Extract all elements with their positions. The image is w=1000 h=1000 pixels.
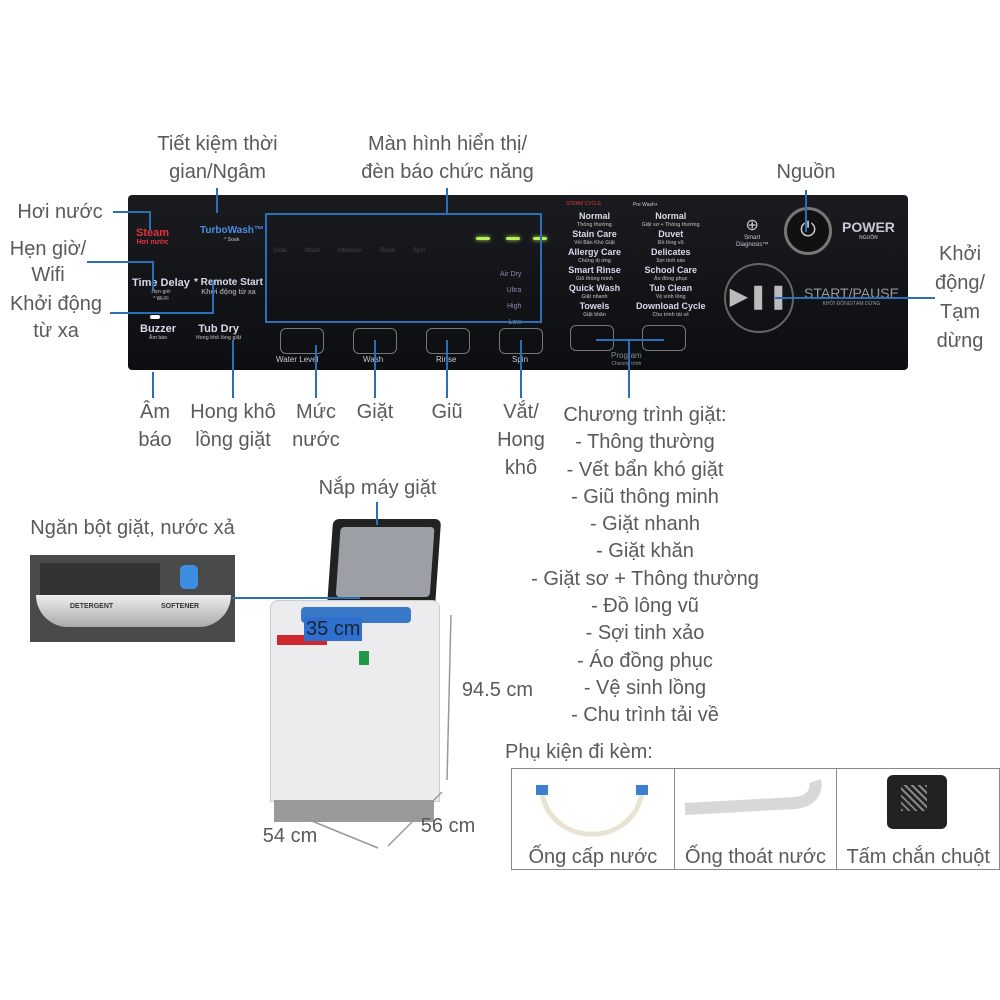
inlet-hose-icon (536, 785, 648, 837)
program-item: - Giặt khăn (596, 540, 694, 563)
lid-glass (335, 527, 435, 597)
program-next-button[interactable] (642, 325, 686, 351)
accessories-table: Ống cấp nước Ống thoát nước Tấm chắn chu… (511, 768, 1000, 870)
program-item: - Vệ sinh lồng (583, 676, 707, 699)
label-spin: Vắt/ Hong khô (497, 401, 545, 479)
program-item: - Chu trình tải về (571, 704, 719, 727)
label-display: Màn hình hiển thị/ đèn báo chức năng (361, 133, 534, 183)
energy-label (359, 651, 369, 665)
program-item: - Sợi tinh xảo (585, 622, 705, 645)
label-power: Nguồn (776, 161, 836, 183)
label-wash: Giặt (356, 401, 394, 423)
rodent-guard-icon (887, 775, 948, 829)
prewash-label: Pre Wash+ (633, 202, 658, 208)
water-level-label: Water Level (276, 355, 319, 364)
accessories-title: Phụ kiện đi kèm: (505, 741, 653, 763)
detergent-tray (40, 563, 160, 595)
label-tub-dry: Hong khô lồng giặt (190, 401, 276, 451)
label-lid: Nắp máy giặt (318, 477, 437, 499)
dim-opening: 35 cm (304, 617, 363, 641)
display-area-highlight (265, 213, 542, 323)
turbo-wash-button[interactable]: TurboWash™* Soak (200, 225, 264, 243)
spin-label: Spin (512, 355, 529, 364)
softener-label: SOFTENER (161, 603, 200, 610)
program-list: Chương trình giặt: - Thông thường - Vết … (510, 402, 780, 730)
program-item: - Giũ thông minh (571, 485, 719, 508)
wash-label: Wash (363, 355, 384, 364)
display-segment (476, 237, 490, 240)
program-item: - Thông thường (575, 431, 715, 454)
power-icon: ⏻ (800, 219, 816, 241)
accessory-label: Ống thoát nước (684, 846, 827, 868)
softener-cap (180, 565, 198, 589)
label-remote-start: Khởi động từ xa (9, 293, 103, 342)
label-dispenser: Ngăn bột giặt, nước xả (30, 517, 235, 539)
steam-cycle-label: STEAM CYCLE (566, 201, 602, 207)
display-segment (506, 237, 520, 240)
program-item: - Giặt sơ + Thông thường (531, 567, 759, 590)
accessory-drain-hose: Ống thoát nước (675, 769, 838, 869)
accessory-water-inlet-hose: Ống cấp nước (512, 769, 675, 869)
label-start-pause: Khởi động/ Tạm dừng (934, 243, 986, 352)
accessory-rodent-guard: Tấm chắn chuột (837, 769, 999, 869)
spin-button[interactable] (499, 328, 543, 354)
play-pause-icon: ▶❚❚ (729, 283, 789, 310)
label-time-delay-wifi: Hẹn giờ/ Wifi (9, 238, 87, 286)
program-item: - Giặt nhanh (589, 513, 701, 536)
program-item: - Áo đồng phục (577, 649, 713, 672)
smart-diagnosis: ⊕Smart Diagnosis™ (736, 217, 769, 248)
program-list-title: Chương trình giặt: (563, 404, 727, 426)
smart-diagnosis-icon: ⊕ (745, 217, 759, 234)
label-rinse: Giũ (431, 401, 463, 423)
label-time-saving: Tiết kiệm thời gian/Ngâm (157, 133, 278, 183)
accessory-label: Tấm chắn chuột (846, 846, 990, 868)
dim-depth: 56 cm (420, 815, 476, 837)
detergent-label: DETERGENT (70, 603, 114, 610)
buzzer-led (150, 315, 160, 319)
rinse-button[interactable] (426, 328, 470, 354)
label-steam: Hơi nước (17, 201, 103, 223)
power-button[interactable]: ⏻ (784, 207, 832, 255)
machine-lid (326, 519, 442, 609)
water-level-button[interactable] (280, 328, 324, 354)
label-water-level: Mức nước (292, 401, 340, 451)
dim-width: 54 cm (262, 825, 318, 847)
start-pause-button[interactable]: ▶❚❚ (724, 263, 794, 333)
program-item: - Vết bẩn khó giặt (566, 458, 724, 481)
label-buzzer: Âm báo (138, 401, 172, 451)
front-label (277, 635, 327, 645)
program-item: - Đồ lông vũ (591, 595, 699, 618)
dispenser-drawer-front: DETERGENT SOFTENER (36, 595, 231, 627)
dispenser-photo: DETERGENT SOFTENER (30, 555, 235, 642)
program-prev-button[interactable] (570, 325, 614, 351)
washing-machine-image (262, 505, 452, 850)
rinse-label: Rinse (436, 355, 457, 364)
drain-hose-icon (684, 779, 822, 815)
accessory-label: Ống cấp nước (528, 846, 658, 868)
wash-button[interactable] (353, 328, 397, 354)
dim-height: 94.5 cm (461, 679, 534, 701)
